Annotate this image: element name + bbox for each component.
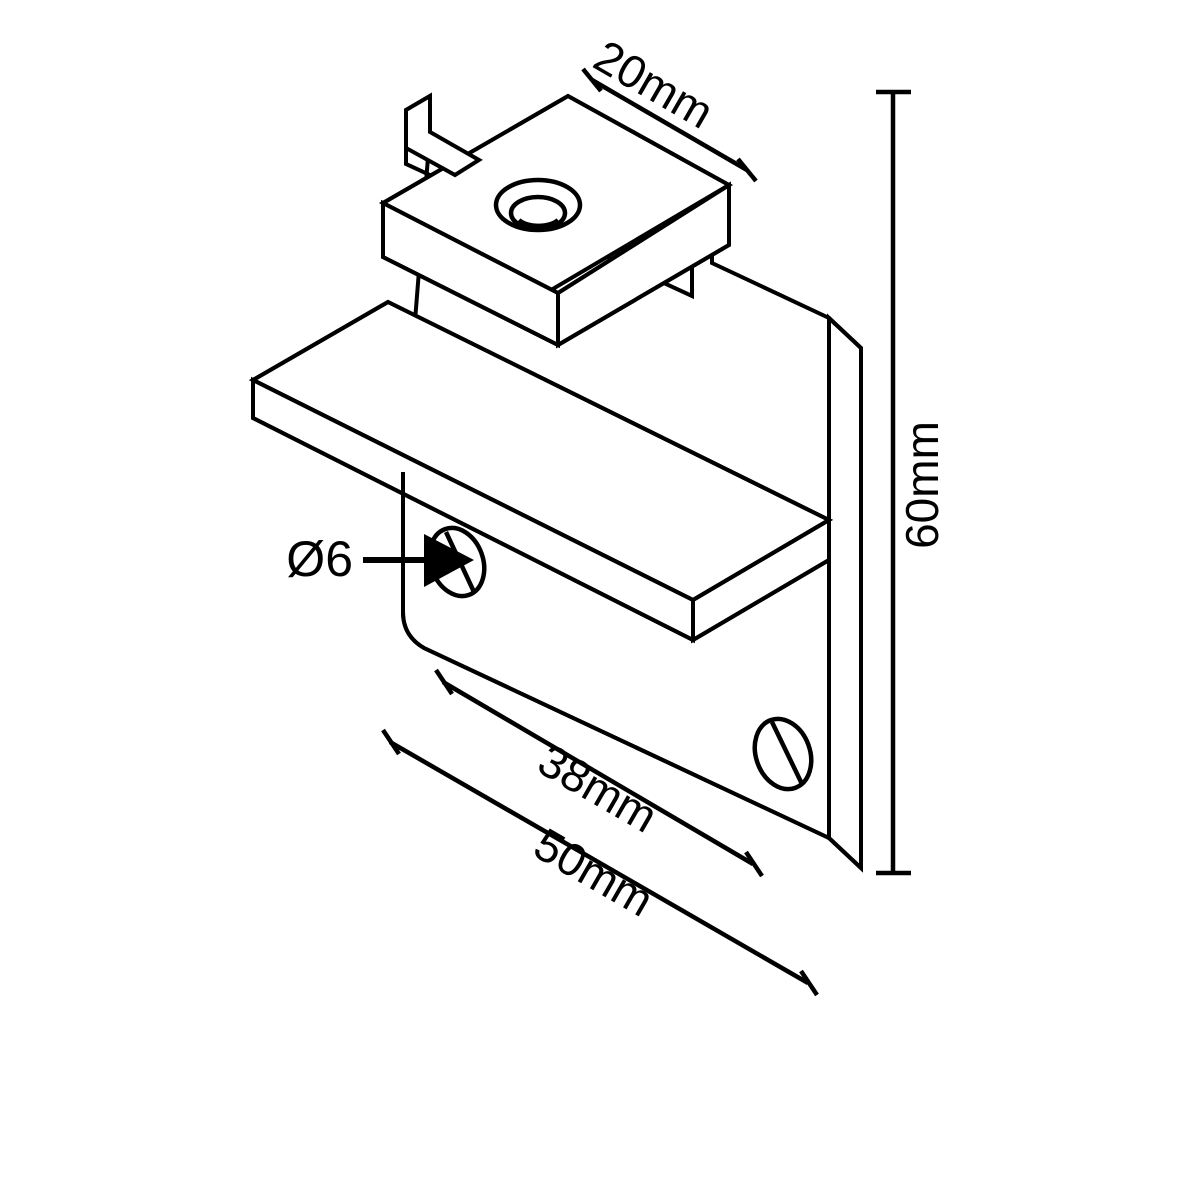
dim-50mm-line [388, 740, 810, 985]
horizontal-shelf-plate [248, 299, 834, 644]
fin-edges [404, 96, 432, 148]
dia6-label: Ø6 [286, 531, 353, 587]
dim-20mm-end-tick [736, 157, 758, 183]
back-plate-left-edge [401, 472, 830, 840]
dim-38mm-line [441, 680, 755, 866]
back-plate-thickness-edges [827, 316, 863, 873]
dim-60mm-label: 60mm [896, 421, 948, 549]
back-plate-outline [401, 316, 863, 873]
dim-50mm-end-tick [799, 969, 819, 997]
countersink-bore-bottom [517, 218, 560, 229]
countersunk-hole-top [493, 177, 583, 233]
countersink-inner-ellipse [508, 194, 568, 232]
dia6-callout: Ø6 [286, 531, 474, 587]
dim-20mm-line [590, 78, 749, 172]
dim-38mm-start-tick [434, 668, 454, 696]
through-hole-lower [752, 716, 814, 792]
dim-20mm-start-tick [581, 67, 603, 93]
dimension-60mm: 60mm [876, 89, 948, 876]
top-plate-edges [381, 93, 731, 348]
dim-50mm-start-tick [381, 728, 401, 756]
dia6-arrow-head [424, 534, 474, 587]
lower-hole-bore [769, 721, 805, 785]
dim-38mm-end-tick [744, 850, 764, 878]
top-left-fin [404, 92, 483, 178]
back-plate-right-thickness [827, 313, 863, 873]
